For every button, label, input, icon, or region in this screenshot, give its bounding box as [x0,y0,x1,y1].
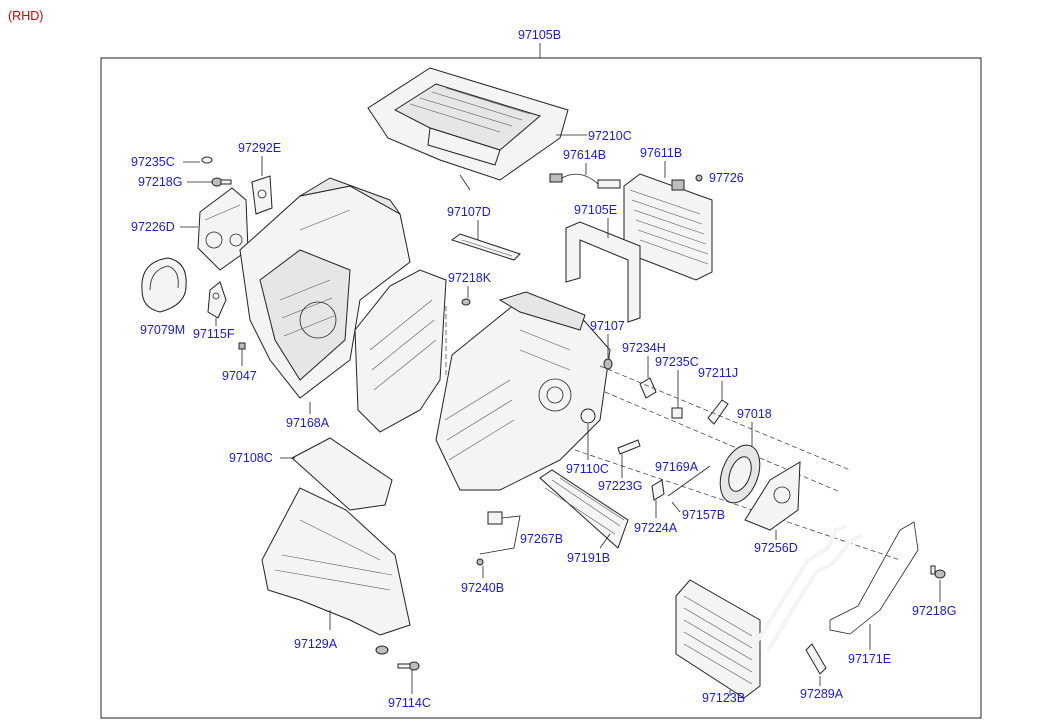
filter-frame-part [367,67,569,191]
label-97018[interactable]: 97018 [737,407,772,421]
label-97107D[interactable]: 97107D [447,205,491,219]
pipe-clamp-part [805,643,827,675]
label-97240B[interactable]: 97240B [461,581,504,595]
foam-seal-part [141,257,187,313]
label-97107[interactable]: 97107 [590,319,625,333]
mode-actuator-part [744,461,801,531]
label-97110C[interactable]: 97110C [566,462,609,476]
duct-cover-part [291,437,393,511]
label-97169A[interactable]: 97169A [655,460,699,474]
bracket-part [251,175,273,215]
label-97211J[interactable]: 97211J [698,366,738,380]
blower-motor-part [719,444,761,504]
label-97047[interactable]: 97047 [222,369,257,383]
label-97292E[interactable]: 97292E [238,141,281,155]
label-97235C-a[interactable]: 97235C [131,155,175,169]
link-part [639,377,657,399]
label-97726[interactable]: 97726 [709,171,744,185]
label-97210C[interactable]: 97210C [588,129,632,143]
label-97256D[interactable]: 97256D [754,541,798,555]
label-97289A[interactable]: 97289A [800,687,844,701]
label-97171E[interactable]: 97171E [848,652,891,666]
lever-part [207,281,227,319]
actuator-part [197,187,249,271]
assembly-frame [100,57,982,719]
label-97218G-b[interactable]: 97218G [912,604,956,618]
screw-part-b [930,565,946,579]
heater-pipes-part [756,521,919,652]
screw-part [211,177,232,187]
label-97223G[interactable]: 97223G [598,479,642,493]
label-97226D[interactable]: 97226D [131,220,175,234]
left-case-part [239,177,411,399]
label-97218G-a[interactable]: 97218G [138,175,182,189]
label-97191B[interactable]: 97191B [567,551,610,565]
label-97168A[interactable]: 97168A [286,416,330,430]
lower-case-part [261,487,411,636]
label-97614B[interactable]: 97614B [563,148,606,162]
temperature-sensor-part [549,173,621,189]
hose-part [479,511,521,555]
label-97224A[interactable]: 97224A [634,521,678,535]
cabin-filter-part [539,469,629,549]
label-97235C-b[interactable]: 97235C [655,355,699,369]
heater-core-part [675,579,761,699]
label-97267B[interactable]: 97267B [520,532,563,546]
label-97105B[interactable]: 97105B [518,28,561,42]
label-97157B[interactable]: 97157B [682,508,725,522]
label-97108C[interactable]: 97108C [229,451,273,465]
label-97105E[interactable]: 97105E [574,203,617,217]
central-case-part [435,291,611,491]
evaporator-seal-part [565,221,641,323]
pivot-arm-part [707,399,729,425]
vent-plate-part [450,233,521,261]
label-97079M[interactable]: 97079M [140,323,185,337]
label-97129A[interactable]: 97129A [294,637,338,651]
clip-part [651,479,665,501]
gear-part [580,408,596,424]
label-97234H[interactable]: 97234H [622,341,666,355]
link-rod-part [617,439,641,455]
evaporator-core-part [623,173,713,281]
label-97123B[interactable]: 97123B [702,691,745,705]
grommet-screw-part [375,645,420,671]
label-97218K[interactable]: 97218K [448,271,492,285]
label-97114C[interactable]: 97114C [388,696,431,710]
label-97115F[interactable]: 97115F [193,327,235,341]
middle-panel-part [354,269,447,433]
rhd-variant-label: (RHD) [8,9,43,23]
label-97611B[interactable]: 97611B [640,146,682,160]
